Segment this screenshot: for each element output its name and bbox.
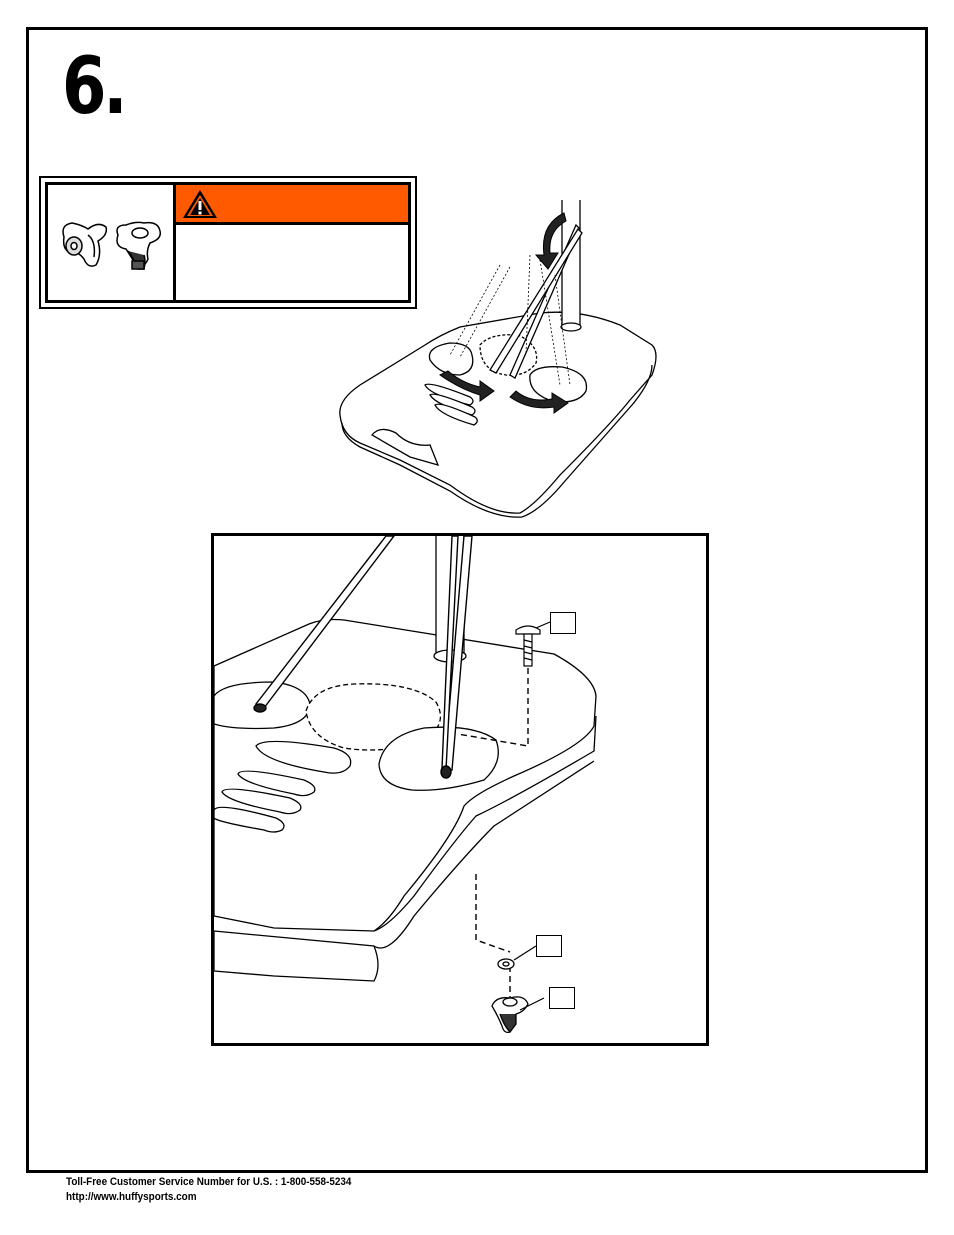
page-frame [26,27,928,1173]
detail-panel [211,533,709,1046]
base-detail-diagram [214,536,597,1034]
callout-washer [536,935,562,957]
callout-knob [549,987,575,1009]
knob-icon [62,221,162,270]
callout-bolt [550,612,576,634]
base-overview-diagram [339,200,657,518]
knob-illustration-panel [48,185,176,300]
warning-box [39,176,417,309]
footer-url[interactable]: http://www.huffysports.com [66,1191,197,1203]
footer-phone: Toll-Free Customer Service Number for U.… [66,1176,352,1188]
warning-triangle-icon [183,190,217,218]
warning-inner-frame [45,182,411,303]
step-number: 6. [62,42,128,132]
footer: Toll-Free Customer Service Number for U.… [66,1175,351,1205]
warning-header [176,185,408,225]
